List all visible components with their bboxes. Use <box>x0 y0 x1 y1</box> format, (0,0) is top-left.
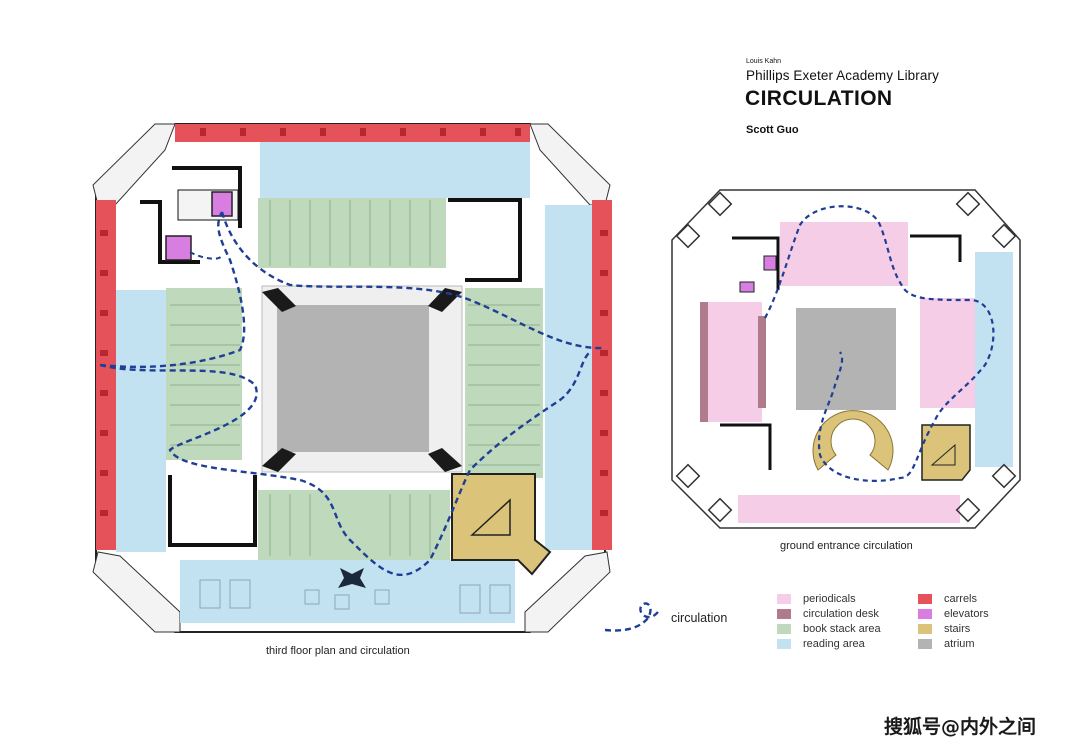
legend-label: stairs <box>944 623 971 635</box>
south-furniture <box>199 579 511 614</box>
legend-label: reading area <box>803 638 865 650</box>
architect-name: Louis Kahn <box>746 58 782 65</box>
corner-se <box>524 551 611 633</box>
circulation-path-loop <box>189 251 223 260</box>
ground-spiral-stair <box>812 410 894 471</box>
stacks-north <box>258 198 446 268</box>
legend-atrium: atrium <box>918 637 975 651</box>
ground-circulation-desk-2 <box>758 316 766 408</box>
page-title: CIRCULATION <box>745 87 893 110</box>
ground-floor-caption: ground entrance circulation <box>780 540 913 552</box>
ground-periodicals-east <box>920 298 975 408</box>
third-floor-plan <box>92 123 612 633</box>
ground-floor-plan <box>671 189 1021 529</box>
circulation-key-label: circulation <box>671 611 728 625</box>
ground-stairs-triangle <box>930 443 956 466</box>
circulation-path-ground <box>764 205 995 482</box>
legend-periodicals: periodicals <box>777 592 856 606</box>
legend-label: carrels <box>944 593 978 605</box>
legend-book-stack: book stack area <box>777 622 881 636</box>
legend-stairs: stairs <box>918 622 970 636</box>
stacks-south <box>258 490 450 560</box>
atrium <box>277 305 429 452</box>
ground-periodicals-south <box>738 495 960 523</box>
carrels-west <box>96 200 116 550</box>
circulation-key-icon <box>604 602 659 632</box>
legend-label: elevators <box>944 608 989 620</box>
ground-atrium <box>796 308 896 410</box>
elevator-lower <box>165 235 192 261</box>
building-name: Phillips Exeter Academy Library <box>746 68 939 83</box>
legend-circulation-desk: circulation desk <box>777 607 879 621</box>
legend-swatch-stairs <box>918 624 932 635</box>
ground-reading-east <box>975 252 1013 467</box>
legend-swatch-periodicals <box>777 594 791 605</box>
reading-south <box>180 560 515 623</box>
legend-reading-area: reading area <box>777 637 865 651</box>
feature-chair <box>338 568 366 588</box>
legend-label: book stack area <box>803 623 881 635</box>
atrium-piers <box>262 288 462 472</box>
ground-corner-piers <box>675 191 1017 523</box>
ground-periodicals-north <box>780 222 908 286</box>
carrels-east <box>592 200 612 550</box>
core-southwest <box>168 475 257 547</box>
author-name: Scott Guo <box>746 124 799 136</box>
ground-core <box>720 234 962 470</box>
core-northeast <box>448 198 522 282</box>
reading-east <box>545 205 592 550</box>
legend-swatch-reading-area <box>777 639 791 650</box>
legend-swatch-circulation-desk <box>777 609 791 620</box>
stairs-triangle <box>470 498 511 536</box>
circulation-path-third-floor <box>99 211 606 577</box>
corner-sw <box>92 551 181 633</box>
watermark: 搜狐号@内外之间 <box>884 716 1037 738</box>
reading-north <box>260 142 530 198</box>
stairs-southeast <box>451 473 552 576</box>
ground-circulation-desk <box>700 302 708 422</box>
legend-swatch-carrels <box>918 594 932 605</box>
legend-label: periodicals <box>803 593 856 605</box>
legend-elevators: elevators <box>918 607 989 621</box>
legend-swatch-elevators <box>918 609 932 620</box>
reading-west <box>116 290 166 552</box>
ground-elevator-lower <box>739 281 755 293</box>
legend-swatch-book-stack <box>777 624 791 635</box>
stacks-east <box>465 288 543 478</box>
legend-swatch-atrium <box>918 639 932 650</box>
third-floor-caption: third floor plan and circulation <box>266 645 410 657</box>
legend-label: atrium <box>944 638 975 650</box>
legend-carrels: carrels <box>918 592 977 606</box>
legend-label: circulation desk <box>803 608 879 620</box>
stacks-west <box>166 288 242 460</box>
carrel-marks <box>100 128 608 516</box>
carrels-north <box>175 124 530 142</box>
ground-periodicals-west <box>700 302 762 422</box>
ground-elevator-upper <box>763 255 777 271</box>
